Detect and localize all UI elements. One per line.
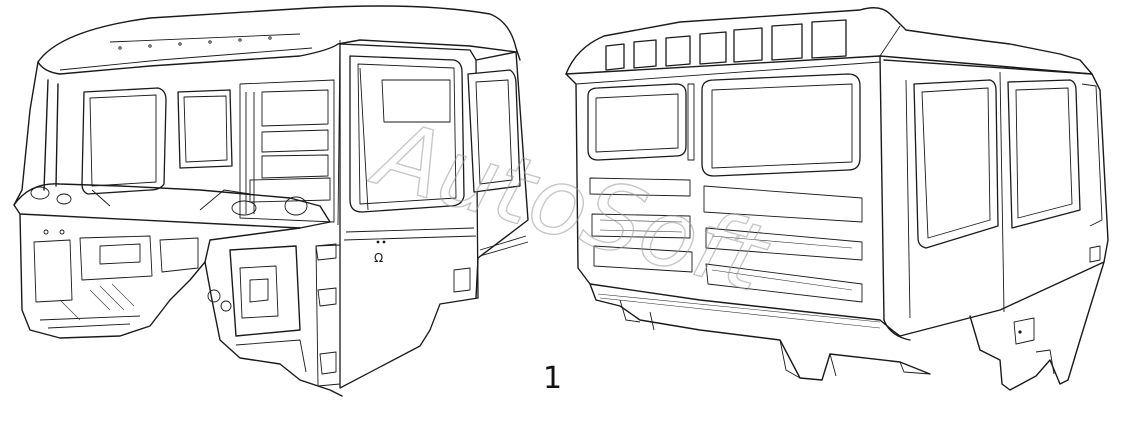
cab-front-door-hinge [315, 243, 337, 375]
cab-rear-roof-vents [605, 19, 847, 71]
cab-front-dashboard [13, 183, 331, 229]
autosoft-watermark: AutoSoft [361, 118, 780, 314]
cab-front-door-window [349, 55, 465, 213]
cab-rear-view [565, 7, 1109, 391]
cab-rear-window-right [701, 73, 861, 177]
cab-front-step-area [204, 245, 343, 397]
cab-front-rear-side [475, 51, 529, 299]
cab-rear-side-details [1013, 245, 1101, 345]
cab-front-left-pillar [13, 61, 59, 206]
cab-front-door-handle: Ω [374, 240, 471, 293]
svg-text:Ω: Ω [374, 251, 383, 265]
cab-front-rear-side-window [467, 69, 521, 193]
cab-front-left-window [81, 87, 167, 195]
cab-front-inner-panels [239, 79, 335, 223]
watermark-text: AutoSoft [361, 118, 779, 313]
cab-front-roof-rivets [118, 36, 272, 50]
cab-rear-side-wall [883, 59, 1109, 341]
figure-number-label: 1 [543, 361, 563, 396]
cab-front-roof [37, 5, 521, 75]
cab-front-gauge-holes [30, 186, 308, 216]
cab-rear-side-window-front [913, 79, 999, 249]
cab-rear-window-left [587, 83, 687, 161]
cab-front-bulkhead-detail [33, 229, 199, 329]
cab-front-rear-window [177, 89, 233, 169]
cab-front-lower-bulkhead [19, 213, 301, 339]
cab-front-view: Ω [13, 5, 529, 397]
cab-rear-side-window-rear [1007, 79, 1081, 229]
cab-rear-wall-ribs [589, 177, 863, 303]
